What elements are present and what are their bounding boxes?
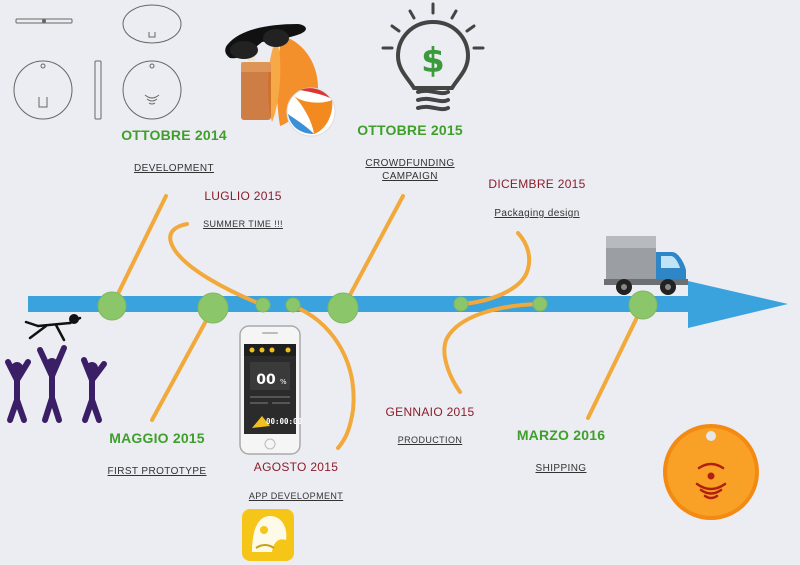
smartphone-app-icon: 00 % 00:00:00 [239, 325, 303, 455]
branch-agosto-2015 [291, 304, 356, 450]
milestone-date-dicembre-2015: DICEMBRE 2015 [488, 177, 586, 191]
milestone-date-marzo-2016: MARZO 2016 [516, 427, 606, 443]
branch-ottobre-2015 [341, 194, 405, 310]
node-luglio-2015 [255, 297, 271, 313]
summer-icon [225, 24, 336, 137]
milestone-label-first-prototype: FIRST PROTOTYPE [107, 466, 207, 477]
milestone-label-summer-time: SUMMER TIME !!! [203, 219, 283, 229]
phone-battery-value: 00 [256, 372, 276, 388]
milestone-date-maggio-2015: MAGGIO 2015 [109, 430, 205, 446]
milestone-date-agosto-2015: AGOSTO 2015 [253, 460, 339, 474]
milestone-label-development: DEVELOPMENT [134, 163, 214, 174]
dollar-sign: $ [421, 41, 445, 81]
milestone-date-ottobre-2014: OTTOBRE 2014 [121, 127, 227, 143]
node-dicembre-2015 [453, 296, 469, 312]
branch-maggio-2015 [150, 306, 215, 422]
milestone-label-shipping: SHIPPING [535, 463, 587, 474]
node-marzo-2016 [628, 290, 658, 320]
app-logo-icon [242, 509, 294, 561]
node-ottobre-2014 [97, 291, 127, 321]
timeline-arrow [28, 281, 788, 328]
node-maggio-2015 [197, 292, 229, 324]
milestone-date-ottobre-2015: OTTOBRE 2015 [357, 122, 463, 138]
milestone-label-packaging-design: Packaging design [494, 208, 580, 219]
branch-gennaio-2015 [442, 302, 542, 394]
branch-dicembre-2015 [459, 231, 532, 306]
orange-tracker-icon [663, 424, 759, 520]
node-ottobre-2015 [327, 292, 359, 324]
phone-battery-unit: % [280, 378, 287, 386]
milestone-label-production: PRODUCTION [397, 435, 463, 445]
branch-marzo-2016 [586, 303, 645, 420]
phone-timer: 00:00:00 [266, 417, 303, 426]
milestone-label-app-development: APP DEVELOPMENT [248, 491, 344, 501]
milestone-label-crowdfunding: CROWDFUNDING CAMPAIGN [365, 158, 455, 182]
lightbulb-dollar-icon: $ [381, 2, 485, 112]
milestone-date-gennaio-2015: GENNAIO 2015 [385, 405, 475, 419]
branch-luglio-2015 [168, 222, 265, 307]
celebration-crowd-icon [5, 314, 107, 423]
node-gennaio-2015 [532, 296, 548, 312]
delivery-truck-icon [604, 236, 688, 295]
device-sketch-icon [13, 4, 182, 120]
branch-ottobre-2014 [110, 194, 168, 308]
node-agosto-2015 [285, 297, 301, 313]
milestone-date-luglio-2015: LUGLIO 2015 [204, 189, 282, 203]
